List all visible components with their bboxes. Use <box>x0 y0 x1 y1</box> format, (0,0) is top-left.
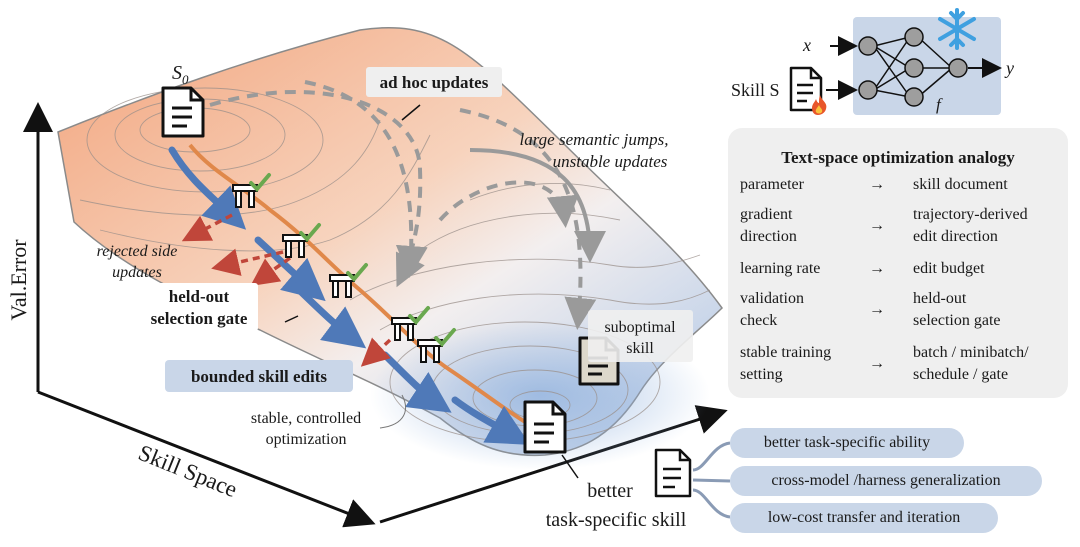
gate-icon <box>417 328 456 363</box>
stable-leader <box>379 394 406 429</box>
gate-icon <box>329 263 368 298</box>
check-icon <box>434 328 456 347</box>
gate-label-line2: selection gate <box>151 309 248 328</box>
ad-hoc-arrow-1 <box>304 80 428 278</box>
start-document-icon <box>161 86 205 138</box>
output-y-label: y <box>1004 58 1014 78</box>
analogy-right: batch / minibatch/schedule / gate <box>913 344 1029 383</box>
large-jump-arrow-1 <box>459 108 597 330</box>
ad-hoc-leader <box>401 104 421 121</box>
analogy-arrow: → <box>869 301 885 318</box>
better-leader <box>561 454 579 479</box>
check-icon <box>299 223 321 242</box>
gate-label-line1: held-out <box>169 287 230 306</box>
analogy-arrow: → <box>869 176 885 193</box>
analogy-left: parameter <box>740 176 804 193</box>
benefit-pill: better task-specific ability <box>730 428 964 458</box>
analogy-panel: Text-space optimization analogy paramete… <box>728 128 1068 398</box>
analogy-arrow: → <box>869 355 885 372</box>
rejected-updates <box>181 213 392 367</box>
depth-axis-line <box>37 390 376 528</box>
check-icon <box>408 306 430 325</box>
check-icon <box>249 173 271 192</box>
skill-document-icon <box>789 66 823 112</box>
bounded-label-bg <box>165 360 353 392</box>
network-edges <box>873 36 953 98</box>
rejected-line1: rejected side <box>97 243 178 260</box>
better-line2: task-specific skill <box>546 509 687 531</box>
large-jump-solid-arrow <box>469 148 606 263</box>
snowflake-icon <box>938 8 976 50</box>
rejected-arrow-4 <box>360 337 392 367</box>
fire-icon <box>812 95 827 115</box>
network-panel: x Skill S y f <box>731 8 1014 115</box>
y-axis-label: Val.Error <box>6 239 31 321</box>
function-f-label: f <box>936 95 943 114</box>
input-x-label: x <box>802 35 811 55</box>
rejected-arrow-3 <box>250 256 292 287</box>
suboptimal-label-bg <box>588 310 693 362</box>
benefit-pill: cross-model /harness generalization <box>730 466 1042 496</box>
check-icon <box>346 263 368 282</box>
stable-line1: stable, controlled <box>251 410 361 427</box>
ad-hoc-updates-arrows <box>209 80 597 330</box>
blue-step-1 <box>168 146 247 230</box>
gate-icon <box>282 223 321 258</box>
better-document-icon <box>523 400 567 454</box>
gate-icon <box>232 173 271 208</box>
suboptimal-line2: skill <box>626 340 654 357</box>
ad-hoc-label: ad hoc updates <box>380 73 489 92</box>
analogy-right: edit budget <box>913 260 985 277</box>
better-line1: better <box>587 480 633 502</box>
analogy-left: learning rate <box>740 260 821 277</box>
benefit-connectors <box>692 441 731 519</box>
large-jumps-line1: large semantic jumps, <box>519 130 668 149</box>
rejected-arrow-1 <box>181 213 233 242</box>
large-jumps-line2: unstable updates <box>553 152 668 171</box>
rejected-line2: updates <box>112 264 162 281</box>
gate-icon <box>391 306 430 341</box>
gate-label-bg <box>140 283 258 331</box>
blue-step-5 <box>451 396 531 445</box>
input-skill-label: Skill S <box>731 80 780 100</box>
stable-line2: optimization <box>266 431 347 448</box>
analogy-title: Text-space optimization analogy <box>781 148 1015 167</box>
ad-hoc-label-bg <box>366 67 502 97</box>
large-jump-arrow-2 <box>438 180 579 228</box>
blue-step-2 <box>254 236 326 302</box>
gate-leader <box>284 315 299 323</box>
ad-hoc-arrow-2 <box>209 90 425 288</box>
analogy-right: skill document <box>913 176 1008 193</box>
selection-gates <box>232 173 456 363</box>
benefit-pill: low-cost transfer and iteration <box>730 503 998 533</box>
network-nodes <box>858 27 968 107</box>
bounded-label: bounded skill edits <box>191 367 327 386</box>
start-label: S0 <box>172 62 189 87</box>
blue-step-4 <box>381 351 452 413</box>
benefit-document-icon <box>654 448 692 498</box>
blue-step-3 <box>291 282 367 349</box>
suboptimal-line1: suboptimal <box>604 319 676 336</box>
network-bg <box>853 17 1001 115</box>
analogy-arrow: → <box>869 217 885 234</box>
analogy-arrow: → <box>869 260 885 277</box>
